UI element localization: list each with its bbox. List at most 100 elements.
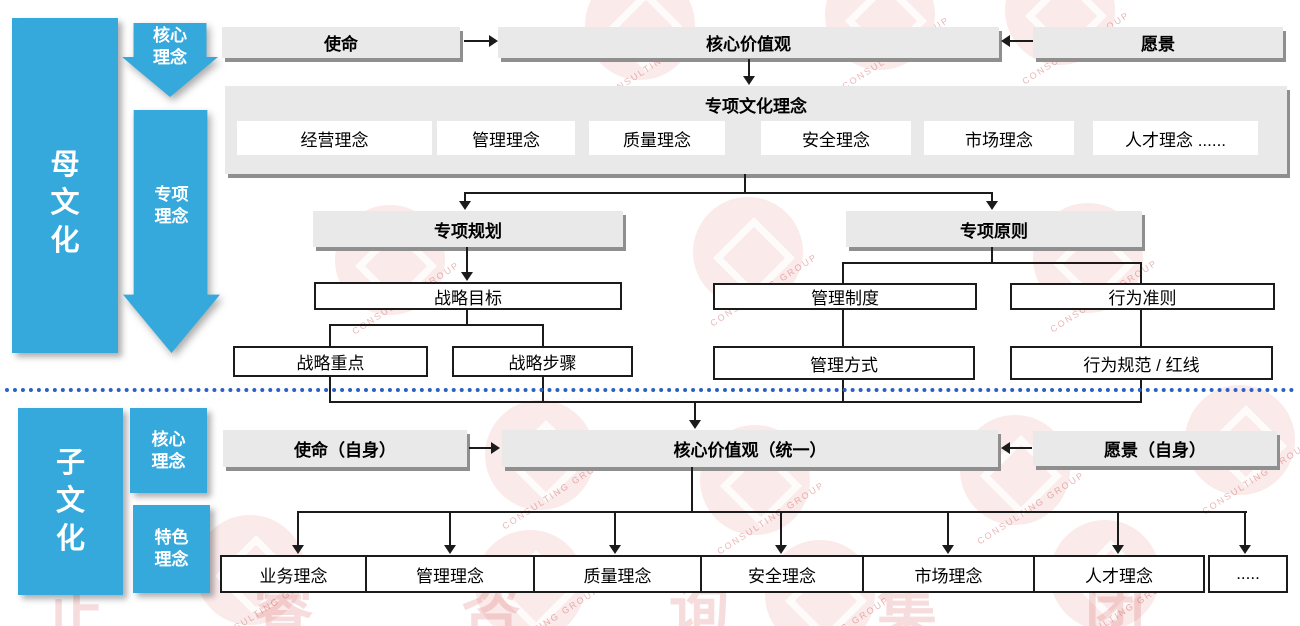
connector-line <box>330 401 1141 403</box>
arrowhead-down-icon <box>609 545 621 554</box>
special-item-label: 质量理念 <box>623 130 691 150</box>
ellipsis-box: ..... <box>1208 555 1288 593</box>
special-item-label: 人才理念 ...... <box>1124 130 1227 150</box>
special-item-box: 管理理念 <box>437 121 575 155</box>
child-vision-box: 愿景（自身） <box>1033 431 1277 466</box>
arrowhead-down-icon <box>689 420 701 429</box>
connector-line <box>694 401 696 421</box>
connector-line <box>330 324 543 326</box>
connector-line <box>542 324 544 346</box>
strategy-steps-label: 战略步骤 <box>508 354 577 373</box>
management-system-label: 管理制度 <box>811 289 879 308</box>
strategy-steps-box: 战略步骤 <box>452 346 633 377</box>
child-item-box: 人才理念 <box>1033 555 1205 593</box>
special-principles-label: 专项原则 <box>960 221 1028 241</box>
arrowhead-down-icon <box>986 201 998 210</box>
child-item-box: 业务理念 <box>220 555 367 593</box>
strategy-focus-box: 战略重点 <box>233 346 428 377</box>
special-item-label: 经营理念 <box>300 130 369 150</box>
child-item-box: 质量理念 <box>533 555 702 593</box>
management-method-label: 管理方式 <box>810 355 878 375</box>
child-item-box: 市场理念 <box>862 555 1035 593</box>
strategy-focus-label: 战略重点 <box>296 354 365 373</box>
conduct-code-label: 行为准则 <box>1108 289 1177 308</box>
parent-culture-bar: 母文化 <box>12 18 118 353</box>
connector-line <box>469 447 493 449</box>
ellipsis-label: ..... <box>1236 564 1260 583</box>
connector-line <box>780 511 782 546</box>
arrowhead-down-icon <box>1239 545 1251 554</box>
special-planning-box: 专项规划 <box>313 211 623 247</box>
special-item-label: 管理理念 <box>472 130 540 150</box>
arrowhead-down-icon <box>942 545 954 554</box>
connector-line <box>449 511 451 546</box>
connector-line <box>1117 511 1119 546</box>
child-culture-label: 子文化 <box>55 447 85 555</box>
special-item-label: 市场理念 <box>965 130 1033 150</box>
child-mission-box: 使命（自身） <box>223 430 467 467</box>
core-values-label: 核心价值观 <box>706 35 791 54</box>
special-culture-title: 专项文化理念 <box>705 97 807 116</box>
connector-line <box>1140 310 1142 346</box>
arrowhead-right-icon <box>489 35 498 47</box>
arrowhead-down-icon <box>461 272 473 281</box>
management-system-box: 管理制度 <box>713 283 977 310</box>
arrowhead-down-icon <box>444 545 456 554</box>
child-core-values-box: 核心价值观（统一） <box>502 430 998 467</box>
arrowhead-down-icon <box>775 545 787 554</box>
special-concept-label: 专项理念 <box>154 185 189 226</box>
arrowhead-left-icon <box>1001 35 1010 47</box>
connector-line <box>947 511 949 546</box>
mission-label: 使命 <box>324 35 358 54</box>
child-core-values-label: 核心价值观（统一） <box>673 441 827 460</box>
strategy-goal-box: 战略目标 <box>314 282 622 310</box>
special-item-box: 质量理念 <box>589 121 725 155</box>
section-divider <box>5 388 1295 392</box>
connector-line <box>298 511 1247 513</box>
connector-line <box>1009 40 1033 42</box>
management-method-box: 管理方式 <box>713 346 975 380</box>
arrowhead-down-icon <box>1112 545 1124 554</box>
special-item-box: 安全理念 <box>761 121 911 155</box>
connector-line <box>842 310 844 346</box>
connector-line <box>297 511 299 546</box>
conduct-norms-box: 行为规范 / 红线 <box>1010 346 1273 380</box>
child-item-label: 管理理念 <box>416 566 484 586</box>
connector-line <box>843 262 1141 264</box>
connector-line <box>991 192 993 203</box>
strategy-goal-label: 战略目标 <box>434 288 502 308</box>
connector-line <box>329 324 331 346</box>
arrowhead-right-icon <box>491 442 500 454</box>
vision-label: 愿景 <box>1141 35 1175 54</box>
connector-line <box>991 247 993 264</box>
child-item-box: 安全理念 <box>700 555 864 593</box>
mission-box: 使命 <box>222 27 460 58</box>
connector-line <box>464 192 466 203</box>
connector-line <box>465 192 992 194</box>
core-concept-block-label: 核心理念 <box>151 429 186 471</box>
connector-line <box>464 40 490 42</box>
special-item-box: 经营理念 <box>237 121 432 155</box>
connector-line <box>1244 511 1246 546</box>
core-concept-label: 核心理念 <box>153 26 187 67</box>
special-item-label: 安全理念 <box>802 130 870 150</box>
connector-line <box>748 59 750 77</box>
child-item-box: 管理理念 <box>365 555 535 593</box>
child-item-label: 安全理念 <box>748 566 816 586</box>
conduct-code-box: 行为准则 <box>1010 283 1275 310</box>
arrowhead-down-icon <box>743 76 755 85</box>
connector-line <box>842 262 844 283</box>
connector-line <box>614 511 616 546</box>
child-item-label: 业务理念 <box>259 566 328 586</box>
connector-line <box>691 467 693 513</box>
feature-concept-block-label: 特色理念 <box>154 528 189 569</box>
special-culture-container: 专项文化理念 经营理念 管理理念 质量理念 安全理念 市场理念 人才理念 ...… <box>225 86 1287 174</box>
core-values-box: 核心价值观 <box>498 27 999 58</box>
feature-concept-block: 特色理念 <box>133 505 210 593</box>
arrowhead-down-icon <box>459 201 471 210</box>
down-arrow-icon <box>123 110 220 353</box>
vision-box: 愿景 <box>1033 27 1283 58</box>
special-principles-box: 专项原则 <box>846 211 1142 247</box>
child-vision-label: 愿景（自身） <box>1104 441 1206 460</box>
